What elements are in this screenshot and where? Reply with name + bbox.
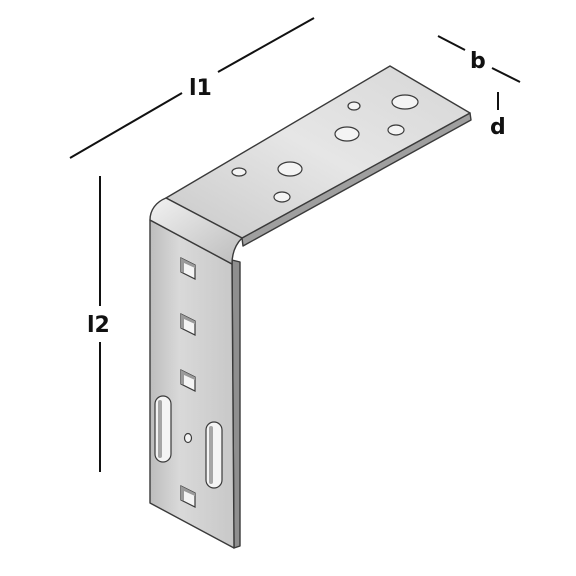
dimension-l2-label: l2 [87,313,110,338]
dimension-l2: l2 [87,176,110,472]
hole-icon [334,126,360,142]
dimension-b-line-right [491,67,521,83]
slot-hole-icon [205,421,223,489]
dimension-b: b [437,35,521,83]
slot-hole-icon [154,395,172,463]
slot-hole-shadow [209,426,213,484]
dimension-d-label: d [490,115,506,140]
hole-icon [347,101,361,111]
hole-icon [277,161,303,177]
slot-hole-shadow [158,400,162,458]
dimension-l1-line-upper [217,17,315,73]
square-hole-shadow [181,258,195,273]
square-hole-shadow [181,486,195,501]
top-plate-holes [231,94,419,203]
square-hole-shadow [181,370,195,385]
hole-icon [273,191,291,203]
dimension-l1-label: l1 [189,76,212,101]
small-hole-icon [183,432,193,444]
dimension-l1-line-lower [69,92,183,159]
dimension-d: d [490,92,506,140]
vertical-plate-slots [154,395,223,489]
bend-radius [149,197,243,265]
dimension-b-line-left [437,35,466,51]
dimension-b-label: b [470,49,486,74]
hole-icon [391,94,419,110]
hole-icon [387,124,405,136]
square-hole-shadow [181,314,195,329]
horizontal-plate [165,65,472,247]
vertical-plate-square-holes [180,257,196,508]
hole-icon [231,167,247,177]
dimension-l1: l1 [69,17,315,159]
